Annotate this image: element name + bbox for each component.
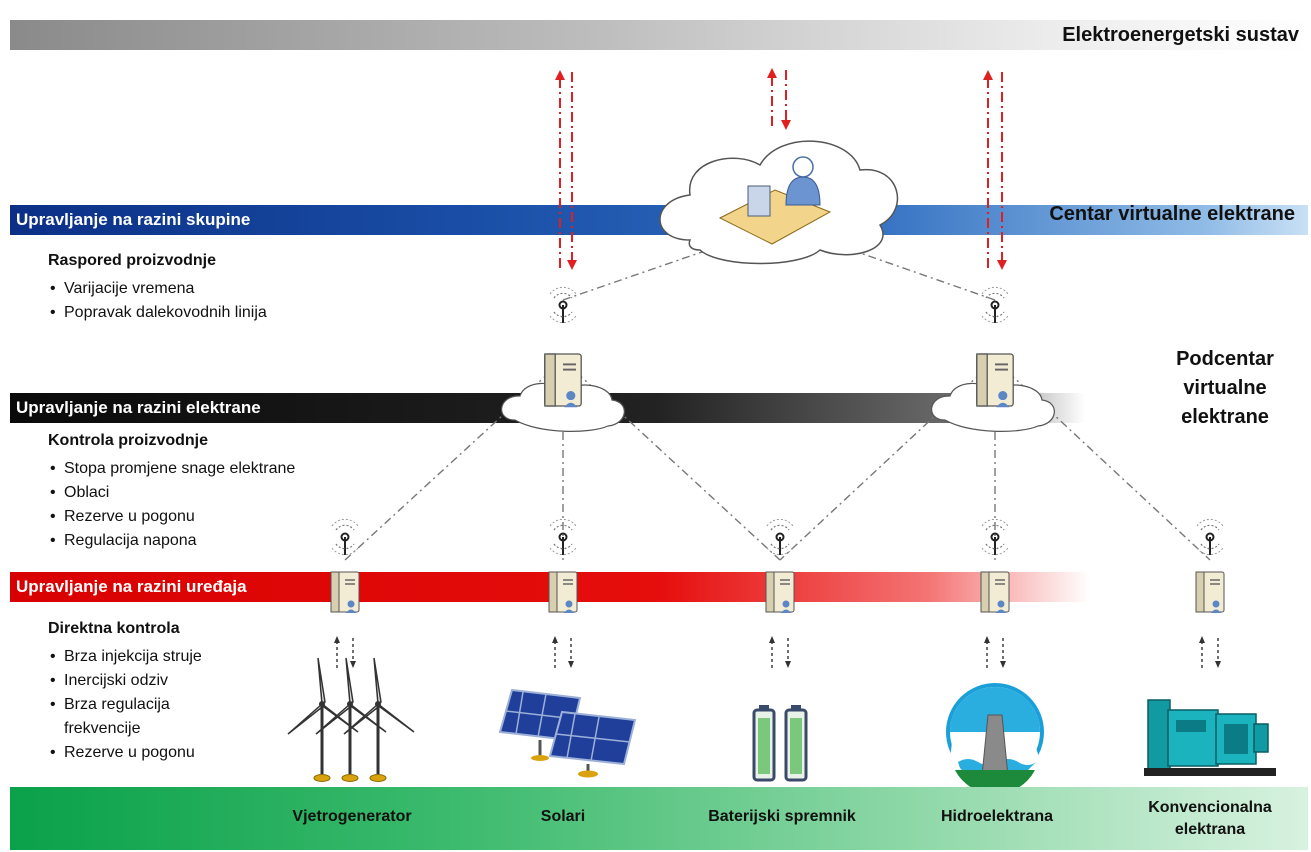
network-links <box>344 224 1211 561</box>
network-link <box>562 224 781 301</box>
solar-panel-icon <box>498 688 637 778</box>
power-system-band <box>10 20 1308 50</box>
bidirectional-arrow <box>334 636 356 668</box>
device-server-icon <box>1195 571 1225 614</box>
bidirectional-arrow <box>767 68 791 130</box>
device-server-icon <box>548 571 578 614</box>
subcenter-server-icon <box>543 353 583 409</box>
plant-label-battery: Baterijski spremnik <box>708 808 856 825</box>
subcenter-cloud-icon <box>501 382 625 432</box>
subcenter-line-1: Podcentar <box>1176 348 1274 370</box>
section-title: Raspored proizvodnje <box>48 252 217 269</box>
bidirectional-arrow <box>984 636 1006 668</box>
list-item: Stopa promjene snage elektrane <box>50 457 295 481</box>
plant-types-band <box>10 787 1308 850</box>
bidirectional-arrow <box>552 636 574 668</box>
power-system-arrows <box>555 68 1007 270</box>
plant-label-solar: Solari <box>540 808 586 825</box>
bidirectional-arrow <box>555 70 577 270</box>
section-title: Direktna kontrola <box>48 620 180 637</box>
device-level-label: Upravljanje na razini uređaja <box>16 577 247 596</box>
bidirectional-arrow <box>769 636 791 668</box>
plant-level-label: Upravljanje na razini elektrane <box>16 398 261 417</box>
device-server-icon <box>980 571 1010 614</box>
subcenter-line-2: virtualne <box>1183 377 1267 399</box>
wind-turbine-icon <box>286 656 416 783</box>
vpp-subcenter-label: Podcentar virtualne elektrane <box>1160 345 1290 432</box>
group-level-section: Raspored proizvodnje Varijacije vremena … <box>48 252 267 325</box>
generator-icon <box>1144 699 1276 776</box>
device-server-icon <box>330 571 360 614</box>
device-controllers <box>330 518 1225 614</box>
battery-icon <box>752 705 808 782</box>
section-title: Kontrola proizvodnje <box>48 432 208 449</box>
plant-level-section: Kontrola proizvodnje Stopa promjene snag… <box>48 432 295 553</box>
network-link <box>779 224 996 301</box>
subcenter-server-icon <box>975 353 1015 409</box>
plant-label-hydro: Hidroelektrana <box>940 808 1054 825</box>
vpp-center-cloud-icon <box>659 140 899 265</box>
list-item: Varijacije vremena <box>50 277 267 301</box>
plant-label-conventional: Konvencionalna elektrana <box>1148 799 1272 838</box>
list-item: Brza regulacija frekvencije <box>50 693 234 741</box>
list-item: Rezerve u pogonu <box>50 741 234 765</box>
device-server-icon <box>765 571 795 614</box>
power-system-title: Elektroenergetski sustav <box>1062 24 1299 46</box>
subcenter-line-3: elektrane <box>1181 406 1269 428</box>
list-item: Oblaci <box>50 481 295 505</box>
group-level-band: Upravljanje na razini skupine <box>10 205 1308 235</box>
list-item: Rezerve u pogonu <box>50 505 295 529</box>
list-item: Inercijski odziv <box>50 669 234 693</box>
device-level-section: Direktna kontrola Brza injekcija struje … <box>48 620 234 765</box>
vpp-center-label: Centar virtualne elektrane <box>1049 203 1295 225</box>
group-level-label: Upravljanje na razini skupine <box>16 210 251 229</box>
bidirectional-arrow <box>1199 636 1221 668</box>
list-item: Brza injekcija struje <box>50 645 234 669</box>
subcenter-cloud-icon <box>931 382 1055 432</box>
device-arrows <box>334 636 1221 668</box>
plant-label-wind: Vjetrogenerator <box>292 808 412 825</box>
list-item: Popravak dalekovodnih linija <box>50 301 267 325</box>
list-item: Regulacija napona <box>50 529 295 553</box>
bidirectional-arrow <box>983 70 1007 270</box>
